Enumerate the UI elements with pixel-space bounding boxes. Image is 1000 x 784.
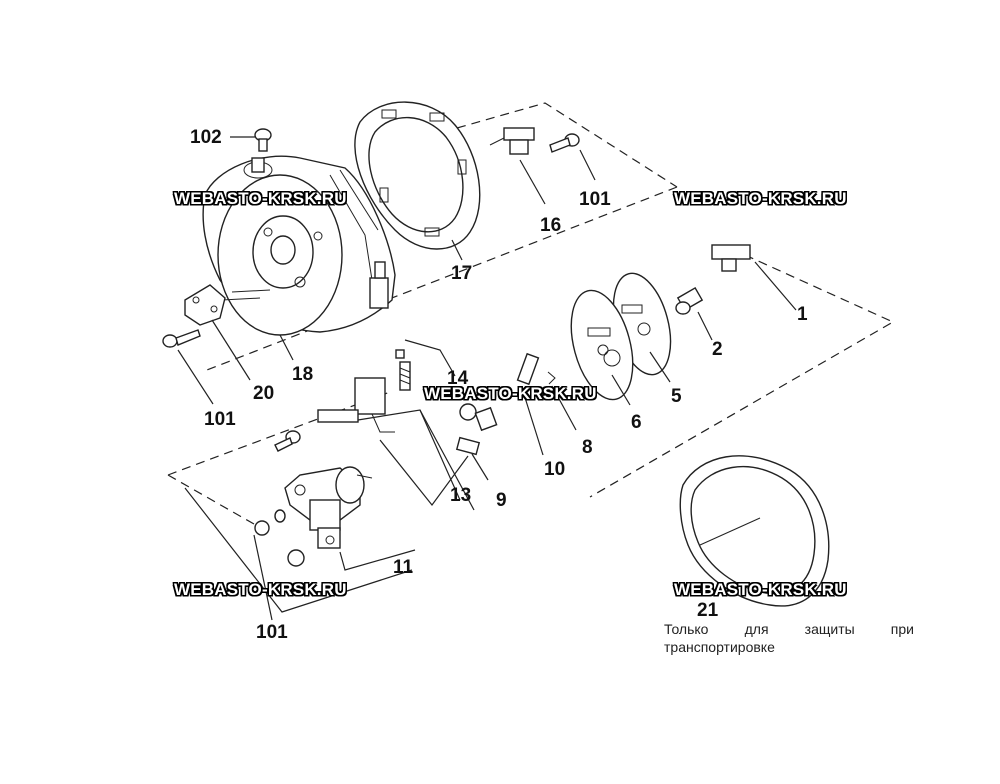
callout-101-bottom: 101 [256,622,288,643]
part-14-spring [395,339,456,391]
motor-bracket-lines [184,409,475,613]
callout-18: 18 [292,364,314,385]
transport-note-line1: Только для защиты при [664,621,914,637]
callout-10: 10 [544,459,566,480]
part-11-motor [274,430,416,571]
callout-9: 9 [496,490,507,511]
callout-101-top: 101 [579,189,611,210]
watermark-center: WEBASTO-KRSK.RU [424,384,597,403]
transport-note-line2: транспортировке [664,639,775,655]
callout-21: 21 [697,600,719,621]
watermark-top-right: WEBASTO-KRSK.RU [674,189,847,208]
part-101-screw-top [549,133,596,181]
part-16-sensor [489,127,546,205]
part-20-connector [184,284,251,381]
watermark-bottom-left: WEBASTO-KRSK.RU [174,580,347,599]
part-10-sleeve [516,352,544,456]
callout-2: 2 [712,339,723,360]
watermark-top-left: WEBASTO-KRSK.RU [174,189,347,208]
callout-20: 20 [253,383,275,404]
transport-note: Только для защиты при транспортировке [664,620,914,656]
callout-16: 16 [540,215,562,236]
callout-1: 1 [797,304,808,325]
part-17-ring [354,101,481,261]
part-9-brush [455,403,498,481]
part-2-nozzle [675,286,713,341]
part-102-screw [230,128,272,152]
part-8-pin [547,371,577,431]
washers [253,509,305,621]
callout-8: 8 [582,437,593,458]
part-1-connector [711,244,797,311]
assembly-boundary-lines [167,102,895,533]
part-6-disc [570,289,634,406]
callout-5: 5 [671,386,682,407]
part-21-cover [679,455,830,607]
callout-17: 17 [451,263,473,284]
callout-101-left: 101 [204,409,236,430]
callout-6: 6 [631,412,642,433]
callout-102: 102 [190,127,222,148]
callout-11: 11 [393,557,414,578]
part-18-housing [202,155,396,361]
part-101-screw-left [162,329,214,405]
watermark-bottom-right: WEBASTO-KRSK.RU [674,580,847,599]
callout-13: 13 [450,485,472,506]
callout-14: 14 [447,368,469,389]
part-13-brush-holder [317,377,469,506]
